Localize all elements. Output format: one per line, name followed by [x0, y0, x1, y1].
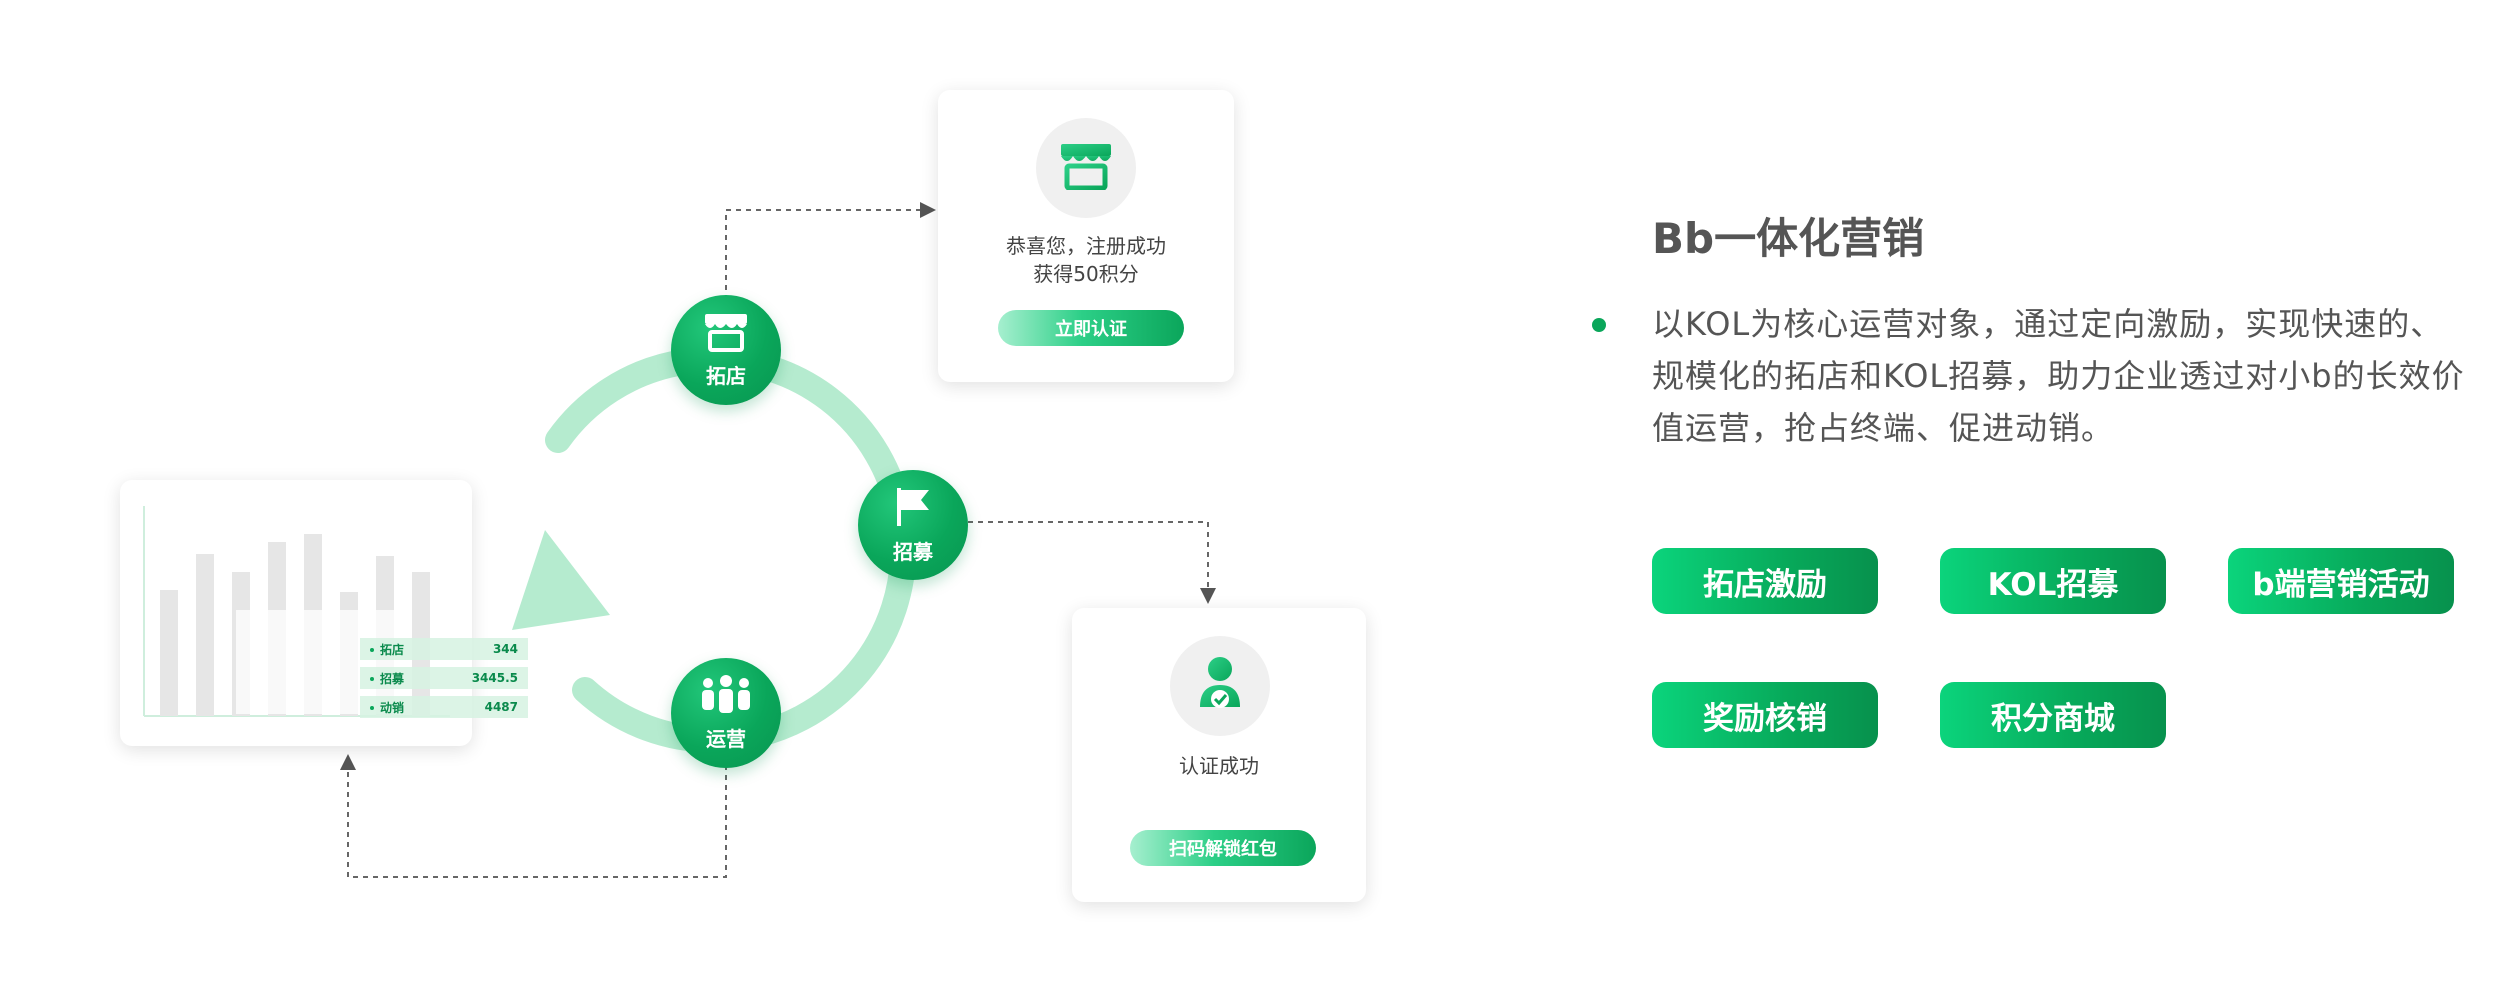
node-label: 招募: [893, 539, 933, 564]
verify-icon-circle: [1170, 636, 1270, 736]
row-label: 动销: [380, 700, 405, 715]
section-description: 以KOL为核心运营对象，通过定向激励，实现快速的、规模化的拓店和KOL招募，助力…: [1652, 305, 2465, 447]
bar: [196, 554, 214, 716]
node-recruit: 招募: [858, 470, 968, 580]
dashboard-card: 拓店 344 招募 3445.5 动销 4487: [120, 480, 528, 746]
people-icon: [698, 674, 754, 719]
tag-store-incentive[interactable]: 拓店激励: [1652, 548, 1878, 614]
row-value: 3445.5: [471, 671, 518, 685]
data-row-sales: 动销 4487: [360, 696, 528, 718]
tag-kol-recruit[interactable]: KOL招募: [1940, 548, 2166, 614]
node-label: 拓店: [706, 363, 746, 388]
connector-ops-to-dashboard: [347, 765, 727, 878]
register-line-2: 获得50积分: [1033, 262, 1139, 286]
data-row-recruit: 招募 3445.5: [360, 667, 528, 689]
cycle-arrow-head: [512, 530, 610, 630]
register-success-card: 恭喜您，注册成功 获得50积分 立即认证: [938, 90, 1234, 382]
node-label: 运营: [706, 726, 746, 751]
row-label: 拓店: [380, 642, 405, 657]
verify-success-card: 认证成功 扫码解锁红包: [1072, 608, 1366, 902]
row-label: 招募: [380, 671, 405, 686]
node-operations: 运营: [671, 658, 781, 768]
flag-icon: [893, 486, 933, 532]
tag-points-mall[interactable]: 积分商城: [1940, 682, 2166, 748]
scan-unlock-button[interactable]: 扫码解锁红包: [1130, 830, 1316, 866]
bullet-dot: [1592, 318, 1606, 332]
verified-user-icon: [1196, 655, 1244, 717]
verify-now-button[interactable]: 立即认证: [998, 310, 1184, 346]
connector-store-to-register: [725, 209, 922, 300]
node-store: 拓店: [671, 295, 781, 405]
connector-recruit-to-verify: [968, 521, 1209, 590]
data-row-store: 拓店 344: [360, 638, 528, 660]
register-icon-circle: [1036, 118, 1136, 218]
section-title: Bb一体化营销: [1652, 214, 1925, 263]
storefront-icon: [703, 312, 749, 356]
register-line-1: 恭喜您，注册成功: [1006, 234, 1166, 258]
row-value: 344: [492, 642, 518, 656]
verify-text: 认证成功: [1179, 754, 1259, 778]
row-value: 4487: [484, 700, 518, 714]
tag-reward-redeem[interactable]: 奖励核销: [1652, 682, 1878, 748]
tag-b-marketing[interactable]: b端营销活动: [2228, 548, 2454, 614]
storefront-icon: [1059, 142, 1113, 194]
dashboard-bar-chart: [143, 506, 450, 717]
bar: [160, 590, 178, 716]
